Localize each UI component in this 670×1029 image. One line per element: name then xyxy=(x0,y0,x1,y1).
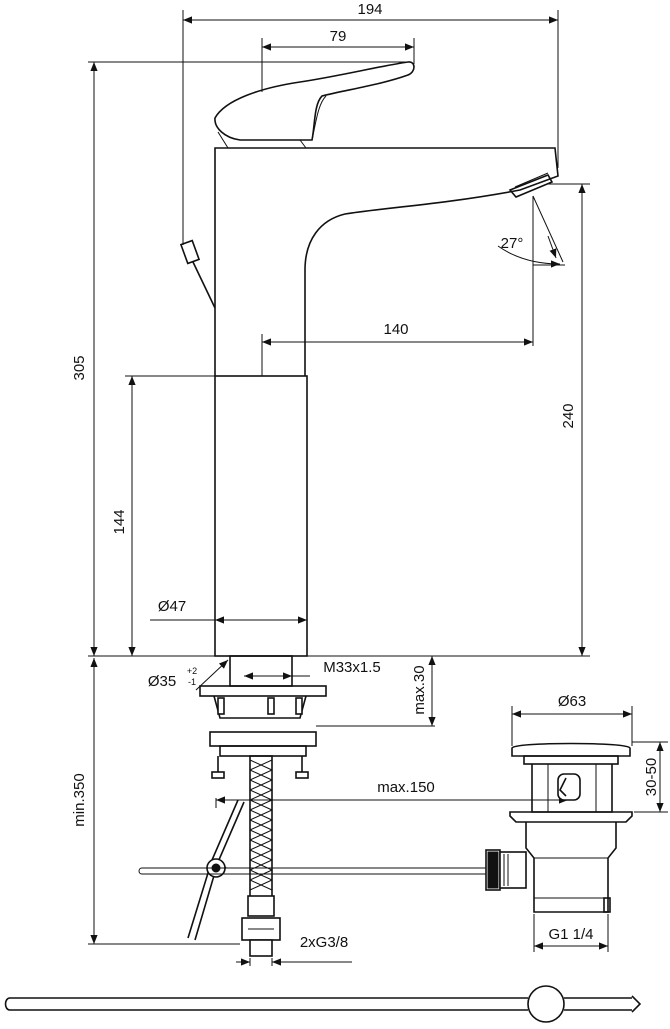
dim-lever-width: 79 xyxy=(261,28,415,92)
mounting-assembly xyxy=(199,655,435,779)
dim-body-diameter-label: Ø47 xyxy=(158,598,186,615)
faucet-body xyxy=(214,147,559,657)
dim-shank-tol-minus: -1 xyxy=(188,677,196,687)
dim-body-diameter: Ø47 xyxy=(150,598,307,624)
dim-total-width-label: 194 xyxy=(357,1,382,18)
dim-shank-diameter: Ø35 +2 -1 xyxy=(148,659,229,691)
dim-waste-range-label: 30-50 xyxy=(643,758,660,796)
dim-spout-angle: 27° xyxy=(497,195,565,268)
dim-waste-diameter-label: Ø63 xyxy=(558,693,586,710)
dim-shank-tol-plus: +2 xyxy=(187,666,197,676)
dim-min-length-label: min.350 xyxy=(71,773,88,826)
dim-waste-thread: G1 1/4 xyxy=(533,914,609,952)
dim-waste-diameter: Ø63 xyxy=(511,693,633,746)
dim-total-height: 305 xyxy=(71,61,590,657)
dim-shank-diameter-label: Ø35 xyxy=(148,673,176,690)
dim-max-rod-label: max.150 xyxy=(377,779,435,796)
dim-spout-reach: 140 xyxy=(261,196,534,376)
popup-rod xyxy=(179,239,216,309)
dim-max-rod: max.150 xyxy=(215,779,568,808)
dim-body-height: 144 xyxy=(111,375,215,656)
dim-lever-width-label: 79 xyxy=(330,28,347,45)
dim-spout-angle-label: 27° xyxy=(501,235,524,252)
dim-max-deck-label: max.30 xyxy=(411,665,428,714)
waste-assembly xyxy=(485,742,633,913)
braided-hose xyxy=(241,755,281,957)
dim-body-height-label: 144 xyxy=(111,509,128,534)
dim-spout-reach-label: 140 xyxy=(383,321,408,338)
dim-hose-thread: 2xG3/8 xyxy=(236,934,352,966)
dim-max-deck: max.30 xyxy=(411,656,436,726)
dim-thread-label: M33x1.5 xyxy=(323,659,381,676)
rod-detail xyxy=(4,985,642,1023)
dim-hose-thread-label: 2xG3/8 xyxy=(300,934,348,951)
dim-min-length: min.350 xyxy=(71,658,240,945)
dim-spout-height: 240 xyxy=(548,183,590,656)
dim-waste-range: 30-50 xyxy=(632,741,668,813)
dim-spout-height-label: 240 xyxy=(560,403,577,428)
dim-total-width: 194 xyxy=(182,1,559,245)
pull-rod xyxy=(138,799,486,941)
dim-waste-thread-label: G1 1/4 xyxy=(548,926,593,943)
lever-handle xyxy=(214,61,415,149)
dim-total-height-label: 305 xyxy=(71,355,88,380)
